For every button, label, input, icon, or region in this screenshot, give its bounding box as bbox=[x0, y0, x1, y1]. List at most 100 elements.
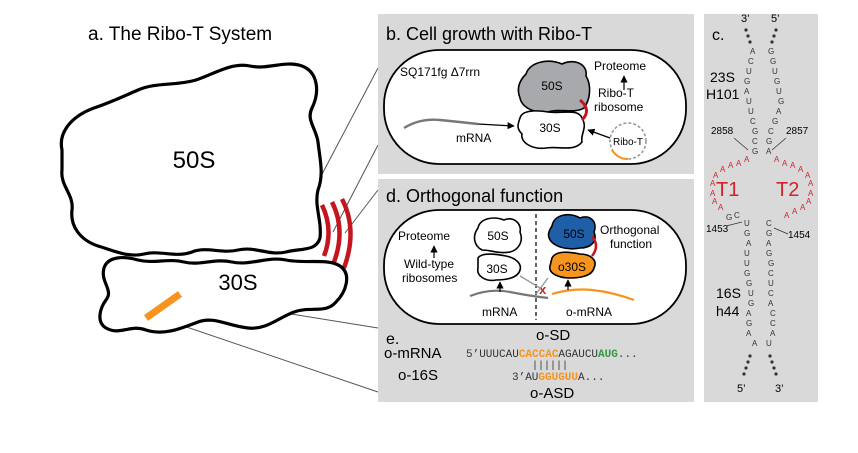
bottom-dots bbox=[742, 354, 778, 376]
plasmid-label: Ribo-T bbox=[613, 137, 643, 148]
svg-text:A: A bbox=[710, 179, 716, 188]
o-mrna-label-d: o-mRNA bbox=[566, 305, 612, 319]
svg-text:A: A bbox=[746, 309, 752, 318]
svg-text:A: A bbox=[792, 207, 798, 216]
mrna-label-d: mRNA bbox=[482, 305, 517, 319]
svg-text:G: G bbox=[746, 319, 752, 328]
svg-text:A: A bbox=[752, 339, 758, 348]
ribo-t-30s bbox=[517, 110, 586, 150]
panel-e-title: e. bbox=[386, 331, 399, 348]
top-left-end: 3’ bbox=[741, 13, 750, 25]
cell-d bbox=[383, 209, 687, 325]
large-subunit-label: 50S bbox=[173, 147, 216, 174]
ribo-t-tether bbox=[578, 98, 588, 122]
svg-text:C: C bbox=[768, 289, 774, 298]
orth-function-line1: Orthogonal bbox=[600, 223, 659, 237]
mrna-strand-b bbox=[403, 118, 479, 130]
pos-1453-tick bbox=[725, 221, 743, 227]
o-mrna-sequence: 5’UUUCAUCACCACAGAUCUAUG... bbox=[466, 349, 638, 361]
svg-text:A: A bbox=[770, 329, 776, 338]
orth-30s-label: o30S bbox=[558, 260, 586, 274]
wt-50s bbox=[473, 217, 523, 254]
callout-line-e-bottom bbox=[159, 317, 379, 393]
panel-b-d-divider bbox=[378, 174, 694, 179]
svg-text:A: A bbox=[784, 211, 790, 220]
svg-text:A: A bbox=[776, 107, 782, 116]
small-subunit-blob bbox=[98, 256, 349, 334]
svg-text:G: G bbox=[774, 77, 780, 86]
svg-text:G: G bbox=[746, 279, 752, 288]
base-pairing: |||||| bbox=[532, 360, 568, 372]
svg-text:G: G bbox=[766, 249, 772, 258]
pos-1453: 1453 bbox=[706, 224, 729, 235]
small-subunit-label: 30S bbox=[218, 270, 257, 295]
svg-text:A: A bbox=[710, 189, 716, 198]
svg-text:G: G bbox=[766, 137, 772, 146]
bottom-left-end: 5’ bbox=[737, 383, 746, 395]
svg-text:A: A bbox=[805, 171, 811, 180]
panel-c-title: c. bbox=[712, 27, 724, 44]
o-16s-label: o-16S bbox=[398, 367, 438, 384]
wt-30s-label: 30S bbox=[486, 262, 507, 276]
tether-arc-1 bbox=[319, 204, 331, 257]
svg-text:A: A bbox=[750, 47, 756, 56]
panel-a-title: a. The Ribo-T System bbox=[88, 24, 272, 45]
bottom-right-end: 3’ bbox=[775, 383, 784, 395]
svg-text:C: C bbox=[770, 309, 776, 318]
svg-text:A: A bbox=[774, 155, 780, 164]
panel-a: a. The Ribo-T System 50S 30S bbox=[59, 24, 379, 393]
o-mrna-strand bbox=[551, 288, 635, 302]
orth-tether bbox=[590, 235, 598, 257]
orth-function-line2: function bbox=[610, 237, 652, 251]
wild-type-line2: ribosomes bbox=[402, 271, 457, 285]
svg-text:A: A bbox=[808, 189, 814, 198]
cross-arrow-2 bbox=[535, 277, 549, 295]
strain-label: SQ171fg Δ7rrn bbox=[400, 65, 480, 79]
svg-text:A: A bbox=[720, 165, 726, 174]
svg-text:U: U bbox=[766, 339, 772, 348]
mrna-arrow-b bbox=[477, 122, 515, 130]
orth-50s bbox=[547, 213, 596, 250]
svg-text:A: A bbox=[800, 203, 806, 212]
svg-text:A: A bbox=[766, 239, 772, 248]
wt-30s bbox=[476, 253, 522, 282]
svg-text:A: A bbox=[713, 171, 719, 180]
svg-text:C: C bbox=[750, 117, 756, 126]
svg-text:G: G bbox=[768, 47, 774, 56]
blocked-mark: x bbox=[539, 282, 547, 297]
svg-text:U: U bbox=[748, 107, 754, 116]
ribo-t-50s-label: 50S bbox=[541, 79, 562, 93]
wt-50s-label: 50S bbox=[487, 229, 508, 243]
svg-text:U: U bbox=[744, 259, 750, 268]
svg-text:U: U bbox=[744, 249, 750, 258]
svg-text:A: A bbox=[728, 161, 734, 170]
tether-t2: T2 bbox=[776, 179, 799, 201]
ribo-t-plasmid bbox=[609, 122, 647, 160]
panel-e: e. o-SD o-mRNA 5’UUUCAUCACCACAGAUCUAUG..… bbox=[384, 327, 638, 402]
svg-text:C: C bbox=[770, 319, 776, 328]
svg-text:C: C bbox=[768, 127, 774, 136]
panel-d-title: d. Orthogonal function bbox=[386, 186, 563, 206]
svg-text:A: A bbox=[746, 239, 752, 248]
panel-c-background bbox=[704, 14, 818, 402]
orth-30s bbox=[549, 251, 596, 279]
panel-b: b. Cell growth with Ribo-T SQ171fg Δ7rrn… bbox=[383, 24, 687, 165]
svg-text:U: U bbox=[746, 97, 752, 106]
svg-text:A: A bbox=[746, 329, 752, 338]
ribo-t-ribosome-line1: Ribo-T bbox=[598, 86, 635, 100]
tether-t1: T1 bbox=[716, 179, 739, 201]
svg-text:G: G bbox=[752, 147, 758, 156]
svg-text:G: G bbox=[744, 269, 750, 278]
svg-text:G: G bbox=[772, 117, 778, 126]
plasmid-marker bbox=[611, 149, 629, 161]
svg-text:U: U bbox=[744, 219, 750, 228]
top-right-end: 5’ bbox=[771, 13, 780, 25]
svg-text:C: C bbox=[734, 211, 740, 220]
helix-bottom-line2: h44 bbox=[716, 303, 740, 319]
large-subunit-blob bbox=[59, 62, 323, 257]
svg-text:U: U bbox=[768, 279, 774, 288]
o-sd-label: o-SD bbox=[536, 327, 570, 344]
svg-text:A: A bbox=[712, 197, 718, 206]
